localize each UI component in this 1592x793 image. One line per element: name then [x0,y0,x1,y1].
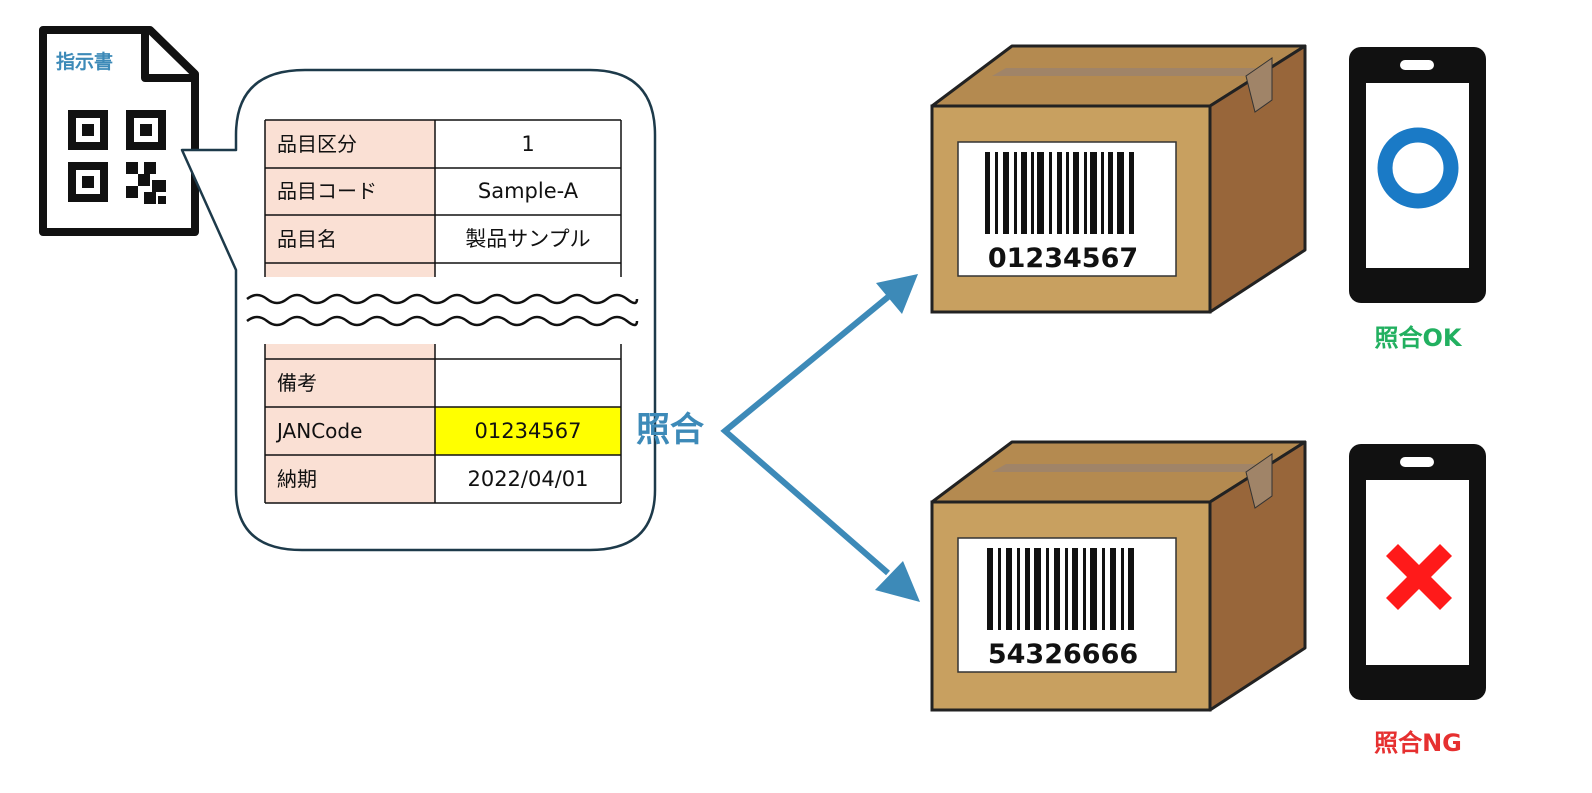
table-value: Sample-A [478,179,579,203]
table-break-wave [246,315,639,327]
table-value: 1 [521,132,534,156]
arrow-down-icon [875,561,920,602]
table-break-wave [246,293,639,305]
match-label: 照合 [636,410,704,450]
smartphone-ok [1349,47,1486,303]
table-value: 2022/04/01 [467,467,588,491]
jan-value-highlight [435,407,621,455]
item-table: 品目区分 1 品目コード Sample-A 品目名 製品サンプル 備考 JANC… [246,119,639,504]
table-label: 品目区分 [277,132,357,156]
barcode-number: 01234567 [988,243,1138,274]
barcode-number: 54326666 [988,639,1138,670]
cardboard-box-bottom: 54326666 [930,440,1307,712]
cardboard-box-top: 01234567 [930,44,1307,314]
instruction-document: 指示書 [39,26,199,236]
table-label: 品目名 [277,227,337,251]
result-ng-label: 照合NG [1374,729,1462,757]
table-label: JANCode [275,419,362,443]
document-title: 指示書 [56,51,113,73]
arrow-up-icon [876,274,918,314]
result-ok-label: 照合OK [1375,324,1463,352]
table-value: 製品サンプル [465,227,590,251]
jan-code-value: 01234567 [475,419,582,443]
barcode [987,548,1134,630]
qr-code-icon [68,110,166,204]
match-arrows [720,274,920,602]
table-label: 備考 [277,371,317,395]
table-label: 品目コード [277,179,377,203]
circle-icon [1377,127,1459,209]
smartphone-ng [1349,444,1486,700]
cross-icon [1385,543,1453,611]
table-label: 納期 [277,467,317,491]
barcode [985,152,1134,234]
